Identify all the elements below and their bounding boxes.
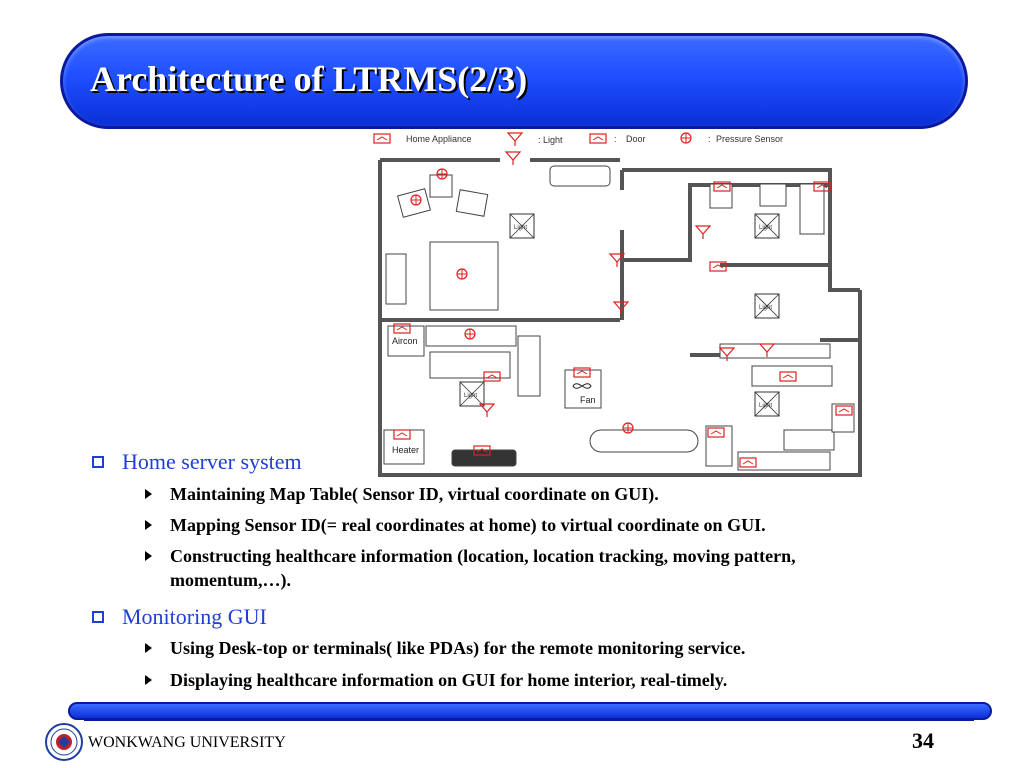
appliance-labels: Aircon Heater Fan xyxy=(383,325,602,465)
legend-home-appliance: Home Appliance xyxy=(406,134,472,144)
home-appliance-icon xyxy=(373,133,391,144)
triangle-bullet-icon xyxy=(145,551,152,561)
bullet-item: Mapping Sensor ID(= real coordinates at … xyxy=(145,513,945,537)
footer-divider xyxy=(84,719,974,721)
pressure-sensor-icon xyxy=(436,168,448,180)
furniture xyxy=(385,165,855,471)
pressure-sensor-icon xyxy=(464,328,476,340)
pressure-sensor-icon xyxy=(680,132,692,144)
bullet-text: Maintaining Map Table( Sensor ID, virtua… xyxy=(170,484,659,504)
bullet-text: Using Desk-top or terminals( like PDAs) … xyxy=(170,638,746,658)
light-label: Light xyxy=(759,225,772,231)
section-monitoring-gui: Monitoring GUI xyxy=(92,604,267,630)
legend-pressure-sep: : xyxy=(708,134,711,144)
square-bullet-icon xyxy=(92,456,104,468)
bullet-item: Constructing healthcare information (loc… xyxy=(145,544,885,592)
section-home-server: Home server system xyxy=(92,449,302,475)
light-icon xyxy=(505,151,521,166)
bullet-text: Constructing healthcare information (loc… xyxy=(170,546,796,590)
title-bar xyxy=(60,33,968,129)
page-number: 34 xyxy=(912,728,934,753)
fan-label: Fan xyxy=(580,395,596,405)
bullet-item: Maintaining Map Table( Sensor ID, virtua… xyxy=(145,482,945,506)
legend-light: : Light xyxy=(538,135,563,145)
bullet-item: Using Desk-top or terminals( like PDAs) … xyxy=(145,636,945,660)
triangle-bullet-icon xyxy=(145,643,152,653)
footer-bar xyxy=(68,702,992,720)
legend-pressure-sensor: Pressure Sensor xyxy=(716,134,783,144)
pressure-sensor-icon xyxy=(622,422,634,434)
light-icon xyxy=(479,403,495,418)
bullet-item: Displaying healthcare information on GUI… xyxy=(145,668,945,692)
light-label: Light xyxy=(514,225,527,231)
triangle-bullet-icon xyxy=(145,489,152,499)
floor-plan: Home Appliance : Light : Door : Pressure… xyxy=(373,132,862,477)
light-icon xyxy=(507,132,523,147)
door-icon xyxy=(589,133,607,144)
heater-label: Heater xyxy=(392,445,419,455)
light-icon xyxy=(695,225,711,240)
legend-door-sep: : xyxy=(614,134,617,144)
university-name: WONKWANG UNIVERSITY xyxy=(88,734,286,751)
legend: Home Appliance : Light : Door : Pressure… xyxy=(373,132,783,147)
triangle-bullet-icon xyxy=(145,520,152,530)
university-seal-icon xyxy=(45,723,83,761)
square-bullet-icon xyxy=(92,611,104,623)
legend-door: Door xyxy=(626,134,646,144)
aircon-label: Aircon xyxy=(392,336,418,346)
pressure-sensor-icon xyxy=(456,268,468,280)
section-heading: Monitoring GUI xyxy=(122,604,267,629)
bullet-text: Mapping Sensor ID(= real coordinates at … xyxy=(170,515,766,535)
triangle-bullet-icon xyxy=(145,675,152,685)
section-heading: Home server system xyxy=(122,449,302,474)
walls xyxy=(378,158,862,477)
pressure-sensor-icon xyxy=(410,194,422,206)
bullet-text: Displaying healthcare information on GUI… xyxy=(170,670,728,690)
light-label: Light xyxy=(759,403,772,409)
light-label: Light xyxy=(464,393,477,399)
light-label: Light xyxy=(759,305,772,311)
fan-icon xyxy=(572,383,592,389)
slide-title: Architecture of LTRMS(2/3) xyxy=(90,59,528,99)
light-fixtures: Light Light Light Light Light xyxy=(459,213,780,417)
